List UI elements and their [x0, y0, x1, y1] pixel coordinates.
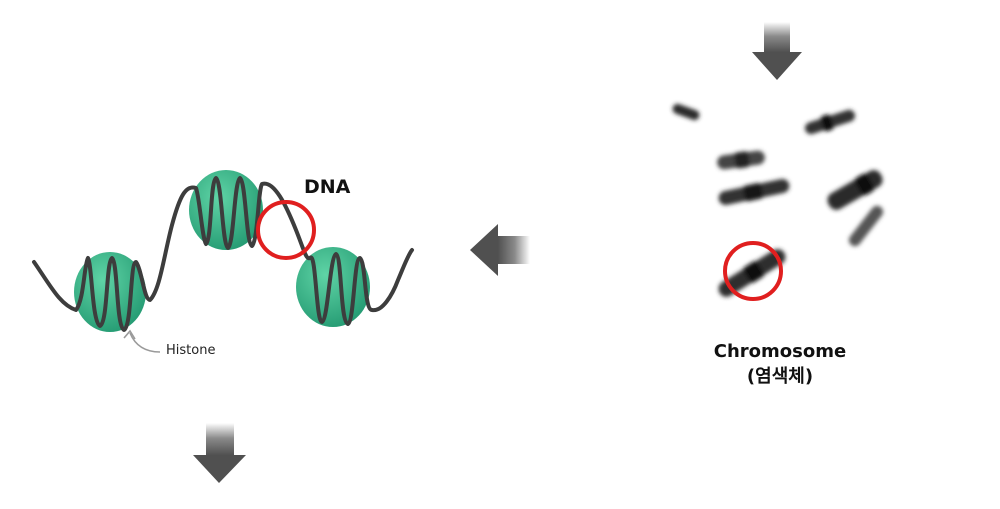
- chromosome: [848, 205, 884, 247]
- dna-label: DNA: [304, 176, 351, 198]
- chromosome: [718, 178, 790, 206]
- chromosome: [717, 150, 765, 170]
- chromosome-cluster: [672, 103, 884, 297]
- chromosome-label: Chromosome (염색체): [700, 339, 860, 389]
- chromosome-label-en: Chromosome: [713, 341, 847, 362]
- dna-strand: [32, 176, 414, 332]
- histone-pointer-icon: [123, 329, 161, 353]
- chromosome: [827, 170, 883, 210]
- histone-label: Histone: [166, 343, 216, 358]
- down-arrow-icon: [752, 22, 802, 80]
- down-arrow-icon: [193, 423, 246, 483]
- chromosome-label-ko: (염색체): [746, 366, 814, 387]
- chromosome-highlight-ring: [723, 241, 783, 301]
- dna-highlight-ring: [256, 200, 316, 260]
- left-arrow-icon: [470, 224, 530, 276]
- chromosome: [672, 103, 700, 121]
- nucleosome-diagram: [32, 170, 414, 332]
- chromosome: [804, 109, 856, 135]
- chromosome: [718, 249, 786, 297]
